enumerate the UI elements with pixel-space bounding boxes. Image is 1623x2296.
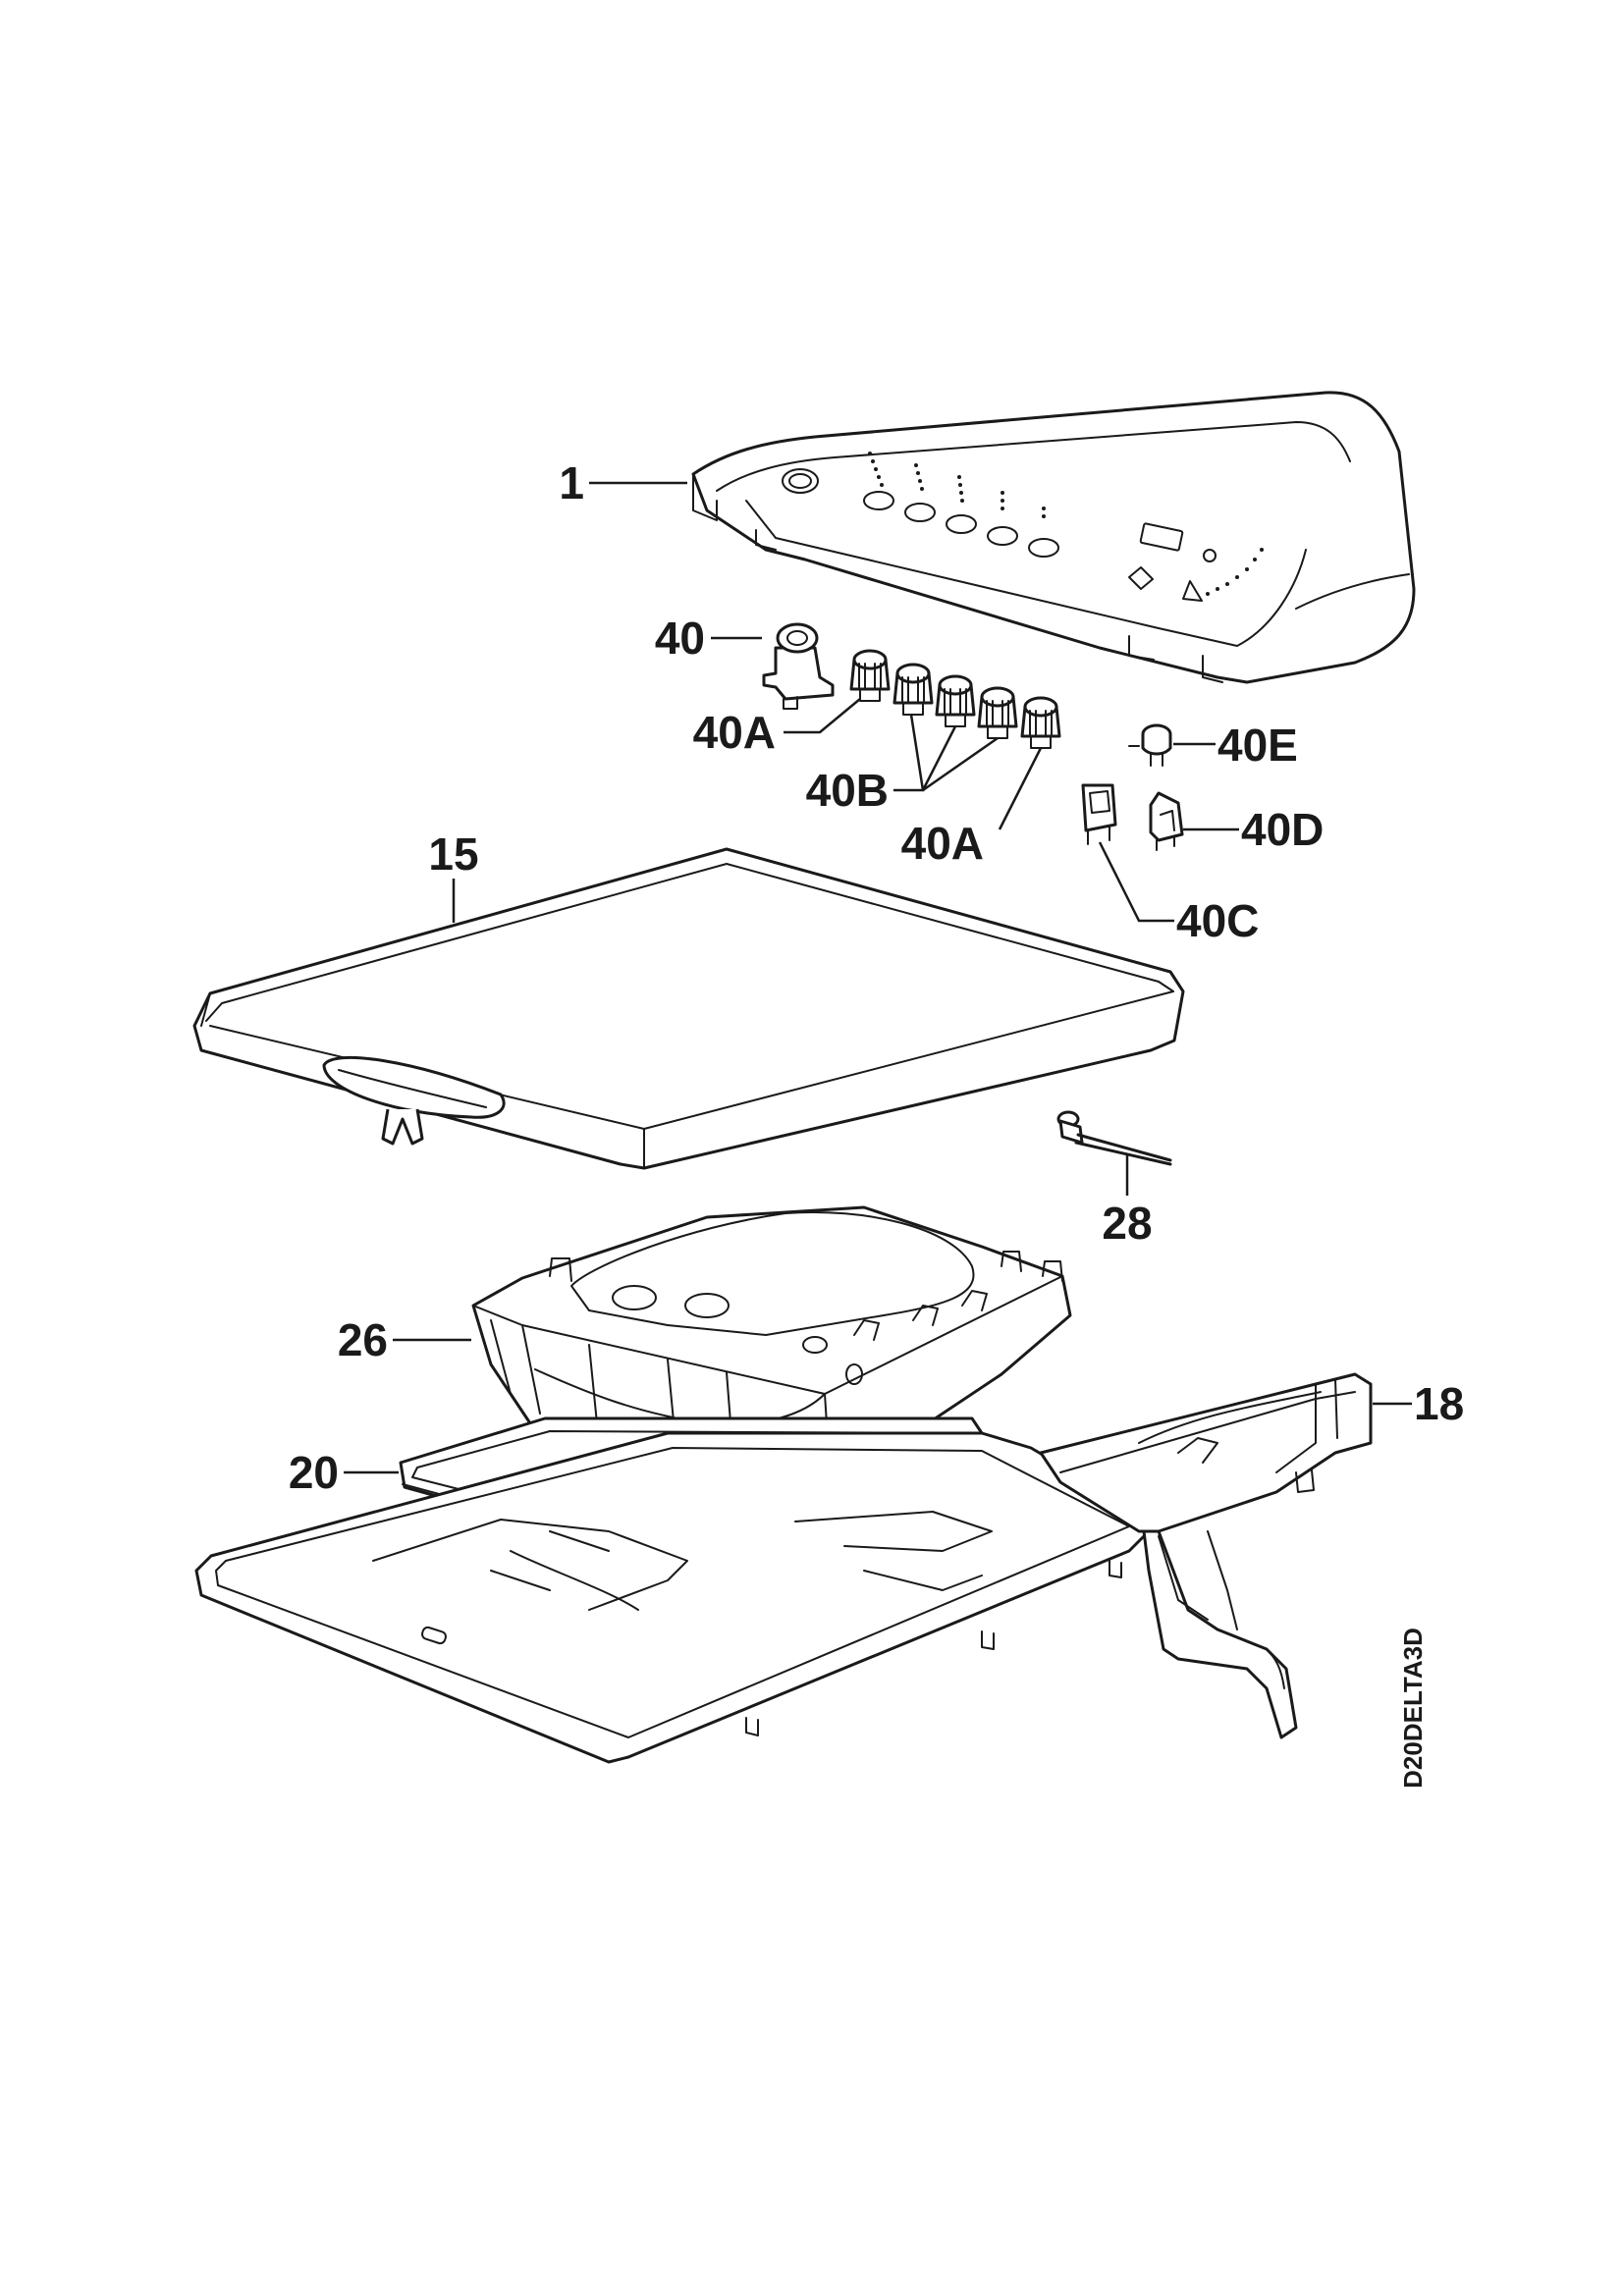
callout-40e-label: 40E bbox=[1217, 720, 1298, 771]
callout-18: 18 bbox=[1414, 1378, 1464, 1429]
callout-40e: 40E bbox=[1217, 720, 1298, 771]
knob-right bbox=[1020, 696, 1061, 749]
callout-20: 20 bbox=[289, 1447, 339, 1498]
callout-40: 40 bbox=[655, 613, 705, 664]
top-frame-part bbox=[194, 1431, 1151, 1764]
callout-40b: 40B bbox=[806, 765, 889, 816]
knob-left bbox=[849, 649, 891, 702]
push-button-part bbox=[1149, 791, 1184, 851]
hinge-pin-part bbox=[1056, 1110, 1172, 1166]
callout-28: 28 bbox=[1102, 1198, 1152, 1249]
callout-1: 1 bbox=[559, 457, 584, 508]
rocker-switch-part bbox=[1081, 783, 1117, 845]
knob-3 bbox=[977, 686, 1018, 739]
callout-40a-left: 40A bbox=[693, 707, 776, 758]
lid-part bbox=[192, 847, 1185, 1170]
drawing-code: D20DELTA3D bbox=[1398, 1628, 1428, 1789]
callout-40a-right: 40A bbox=[901, 818, 984, 869]
callout-26: 26 bbox=[338, 1314, 388, 1365]
hinge-bracket-part bbox=[1039, 1372, 1373, 1739]
lamp-part bbox=[1128, 723, 1172, 767]
control-panel-part bbox=[691, 391, 1416, 684]
switch-part bbox=[762, 622, 835, 710]
callout-40c: 40C bbox=[1176, 895, 1259, 946]
knob-2 bbox=[935, 674, 976, 727]
callout-40d: 40D bbox=[1241, 804, 1324, 855]
callout-15: 15 bbox=[428, 828, 478, 880]
knob-1 bbox=[893, 663, 934, 716]
